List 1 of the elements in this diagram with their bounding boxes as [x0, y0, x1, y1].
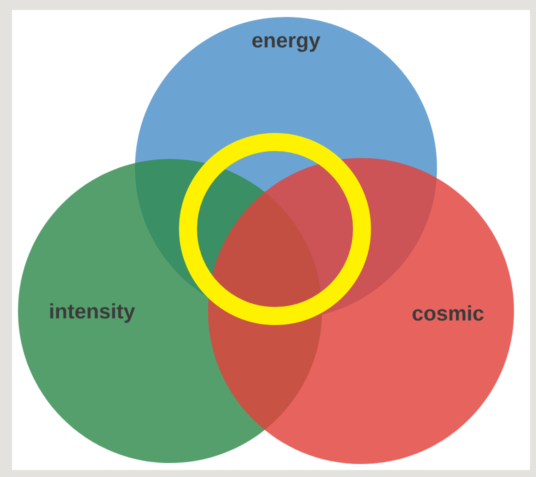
ring	[179, 133, 371, 325]
